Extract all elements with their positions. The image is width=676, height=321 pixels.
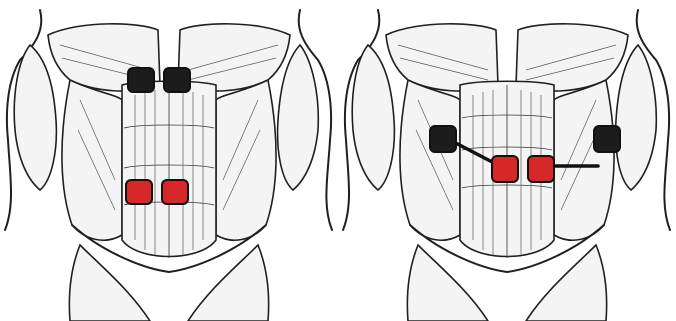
electrode-pad-black-upper-right	[164, 68, 190, 92]
electrode-pad-black-side-left	[430, 126, 456, 152]
electrode-pad-red-lower-right	[162, 180, 188, 204]
right-thigh	[188, 245, 269, 321]
left-thigh	[407, 245, 488, 321]
torso-illustration-left	[0, 0, 338, 321]
left-arm	[14, 45, 56, 190]
torso-anatomy-left	[5, 10, 332, 321]
electrode-pad-red-center-left	[492, 156, 518, 182]
electrode-pad-black-side-right	[594, 126, 620, 152]
left-thigh	[69, 245, 150, 321]
electrode-pad-red-lower-left	[126, 180, 152, 204]
left-arm	[352, 45, 394, 190]
torso-illustration-right	[338, 0, 676, 321]
panel-left-torso	[0, 0, 338, 321]
right-thigh	[526, 245, 607, 321]
panel-right-torso	[338, 0, 676, 321]
electrode-pad-red-center-right	[528, 156, 554, 182]
right-arm	[278, 45, 319, 190]
right-arm	[616, 45, 657, 190]
electrode-pad-black-upper-left	[128, 68, 154, 92]
